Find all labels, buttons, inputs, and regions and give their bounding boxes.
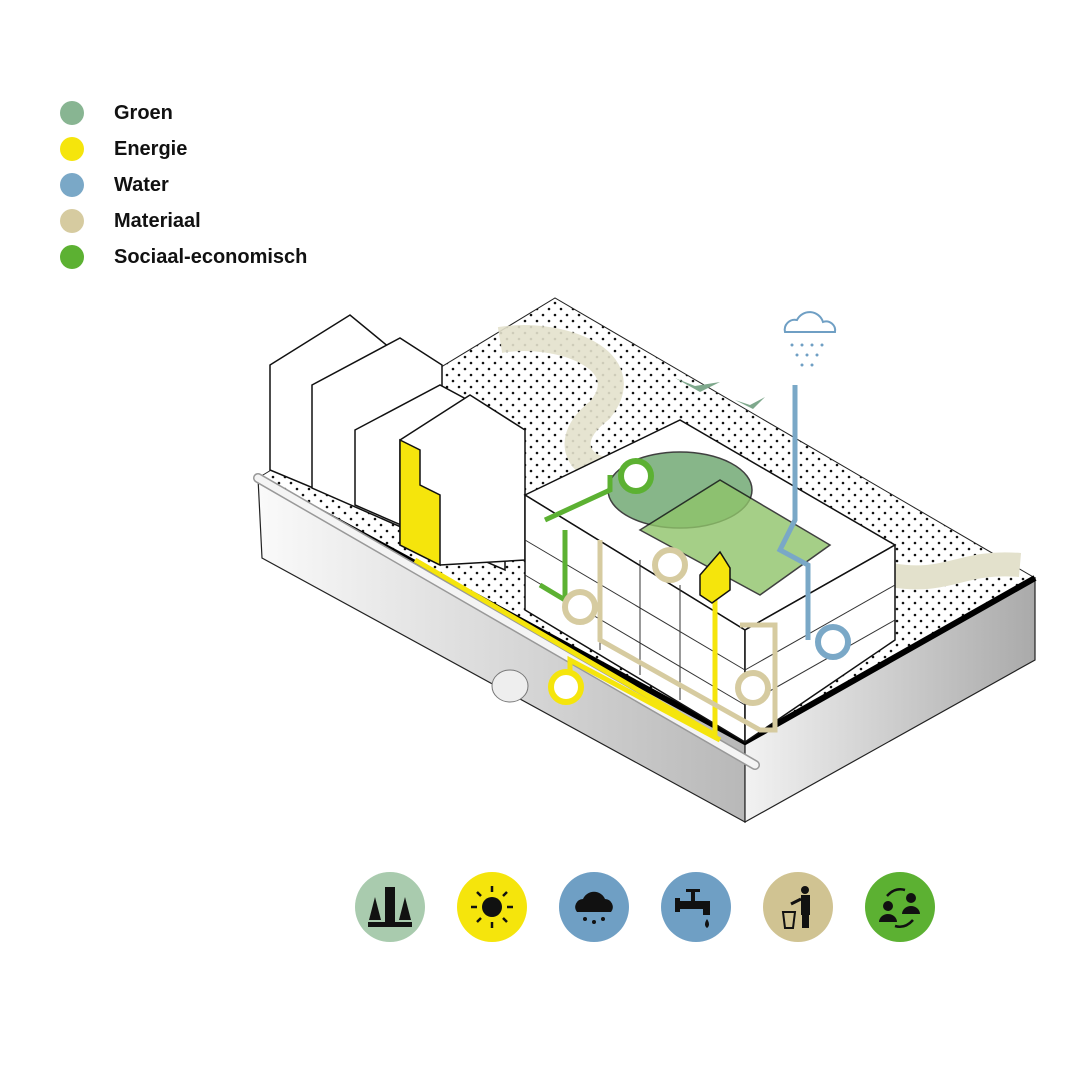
legend-swatch [60, 209, 84, 233]
legend: Groen Energie Water Materiaal Sociaal-ec… [60, 95, 307, 275]
legend-label: Sociaal-economisch [114, 245, 308, 268]
neighbour-buildings [269, 314, 526, 572]
legend-swatch [60, 101, 84, 125]
social-exchange-icon [865, 872, 935, 942]
legend-item-energie: Energie [60, 131, 307, 167]
legend-item-groen: Groen [60, 95, 307, 131]
legend-item-sociaal: Sociaal-economisch [60, 239, 307, 275]
theme-icons [355, 872, 935, 942]
sun-icon [457, 872, 527, 942]
legend-label: Energie [114, 137, 188, 160]
water-tap-icon [661, 872, 731, 942]
rain-cloud-icon [783, 311, 837, 367]
legend-item-materiaal: Materiaal [60, 203, 307, 239]
flow-nodes [548, 458, 851, 706]
legend-item-water: Water [60, 167, 307, 203]
recycle-bin-person-icon [763, 872, 833, 942]
legend-label: Water [114, 173, 169, 196]
green-path [888, 552, 1021, 590]
legend-swatch [60, 137, 84, 161]
bird-icon [675, 378, 765, 409]
green-path [497, 325, 624, 483]
legend-swatch [60, 173, 84, 197]
legend-swatch [60, 245, 84, 269]
city-trees-icon [355, 872, 425, 942]
legend-label: Materiaal [114, 209, 201, 232]
rain-cloud-icon [559, 872, 629, 942]
legend-label: Groen [114, 101, 173, 124]
